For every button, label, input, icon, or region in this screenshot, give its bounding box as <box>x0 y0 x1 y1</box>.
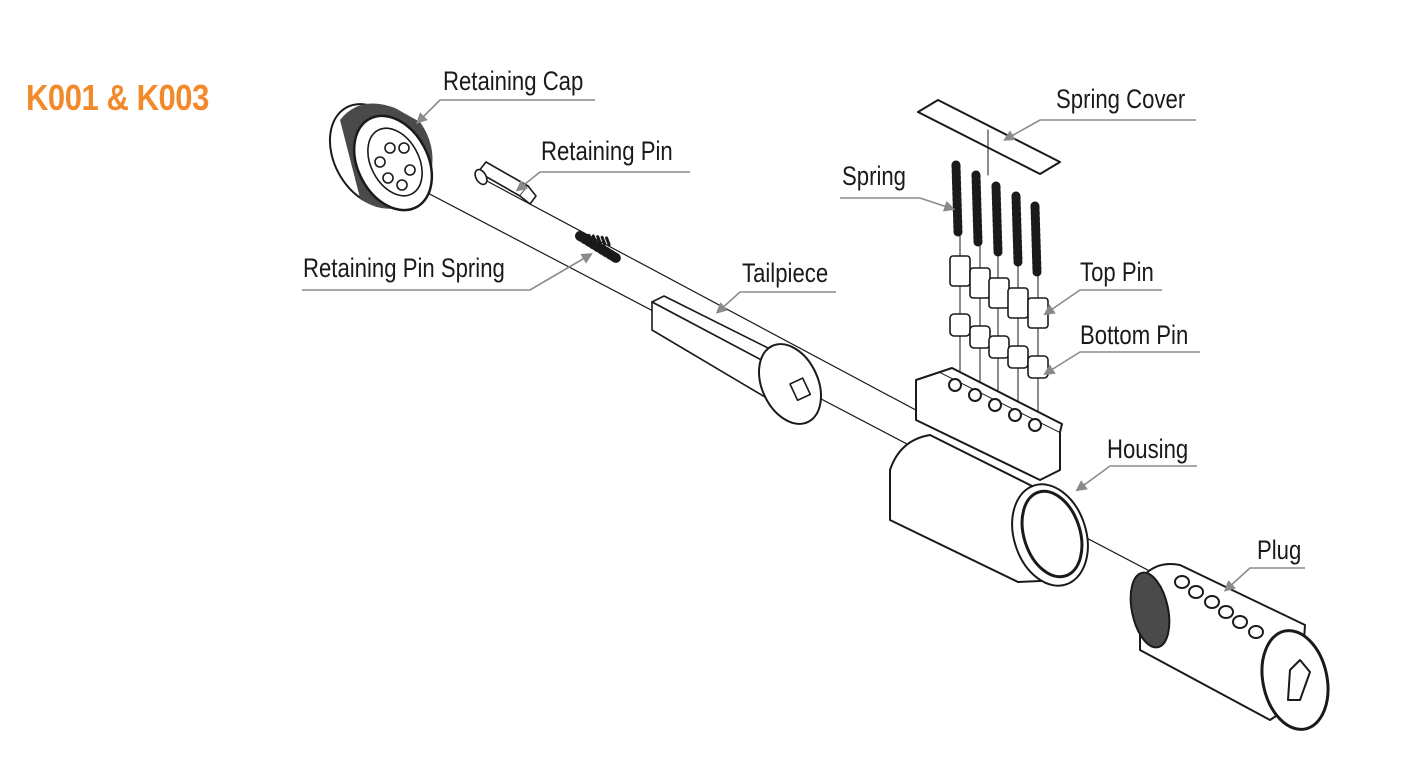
label-retaining-pin-spring: Retaining Pin Spring <box>303 253 505 283</box>
label-top-pin: Top Pin <box>1080 257 1154 287</box>
retaining-pin-drawing <box>474 161 537 205</box>
label-housing: Housing <box>1107 434 1189 464</box>
leader-retaining-pin-spring <box>302 253 593 291</box>
top-pins-drawing <box>949 255 1049 329</box>
plug-drawing <box>1129 563 1330 731</box>
leader-bottom-pin <box>1043 351 1200 375</box>
springs-drawing <box>951 160 1042 277</box>
label-plug: Plug <box>1257 535 1302 565</box>
label-bottom-pin: Bottom Pin <box>1080 320 1189 350</box>
tailpiece-drawing <box>651 295 822 425</box>
pin-axis <box>484 179 1001 456</box>
leader-spring <box>840 197 956 212</box>
retaining-pin-spring-drawing <box>575 231 621 263</box>
label-retaining-cap: Retaining Cap <box>443 66 584 96</box>
leader-tailpiece <box>715 291 836 314</box>
label-spring-cover: Spring Cover <box>1056 84 1186 114</box>
label-spring: Spring <box>842 161 906 191</box>
leader-retaining-pin <box>515 171 690 192</box>
leader-retaining-cap <box>416 99 595 124</box>
leader-plug <box>1223 567 1305 592</box>
leader-top-pin <box>1043 289 1162 316</box>
spring-cover-drawing <box>917 99 1061 175</box>
leader-housing <box>1075 465 1197 492</box>
leader-spring-cover <box>1003 119 1196 141</box>
retaining-cap-drawing <box>328 103 434 212</box>
label-retaining-pin: Retaining Pin <box>541 136 673 166</box>
label-tailpiece: Tailpiece <box>742 258 829 288</box>
housing-drawing <box>889 367 1089 587</box>
model-title: K001 & K003 <box>26 77 209 118</box>
bottom-pins-drawing <box>949 313 1049 379</box>
